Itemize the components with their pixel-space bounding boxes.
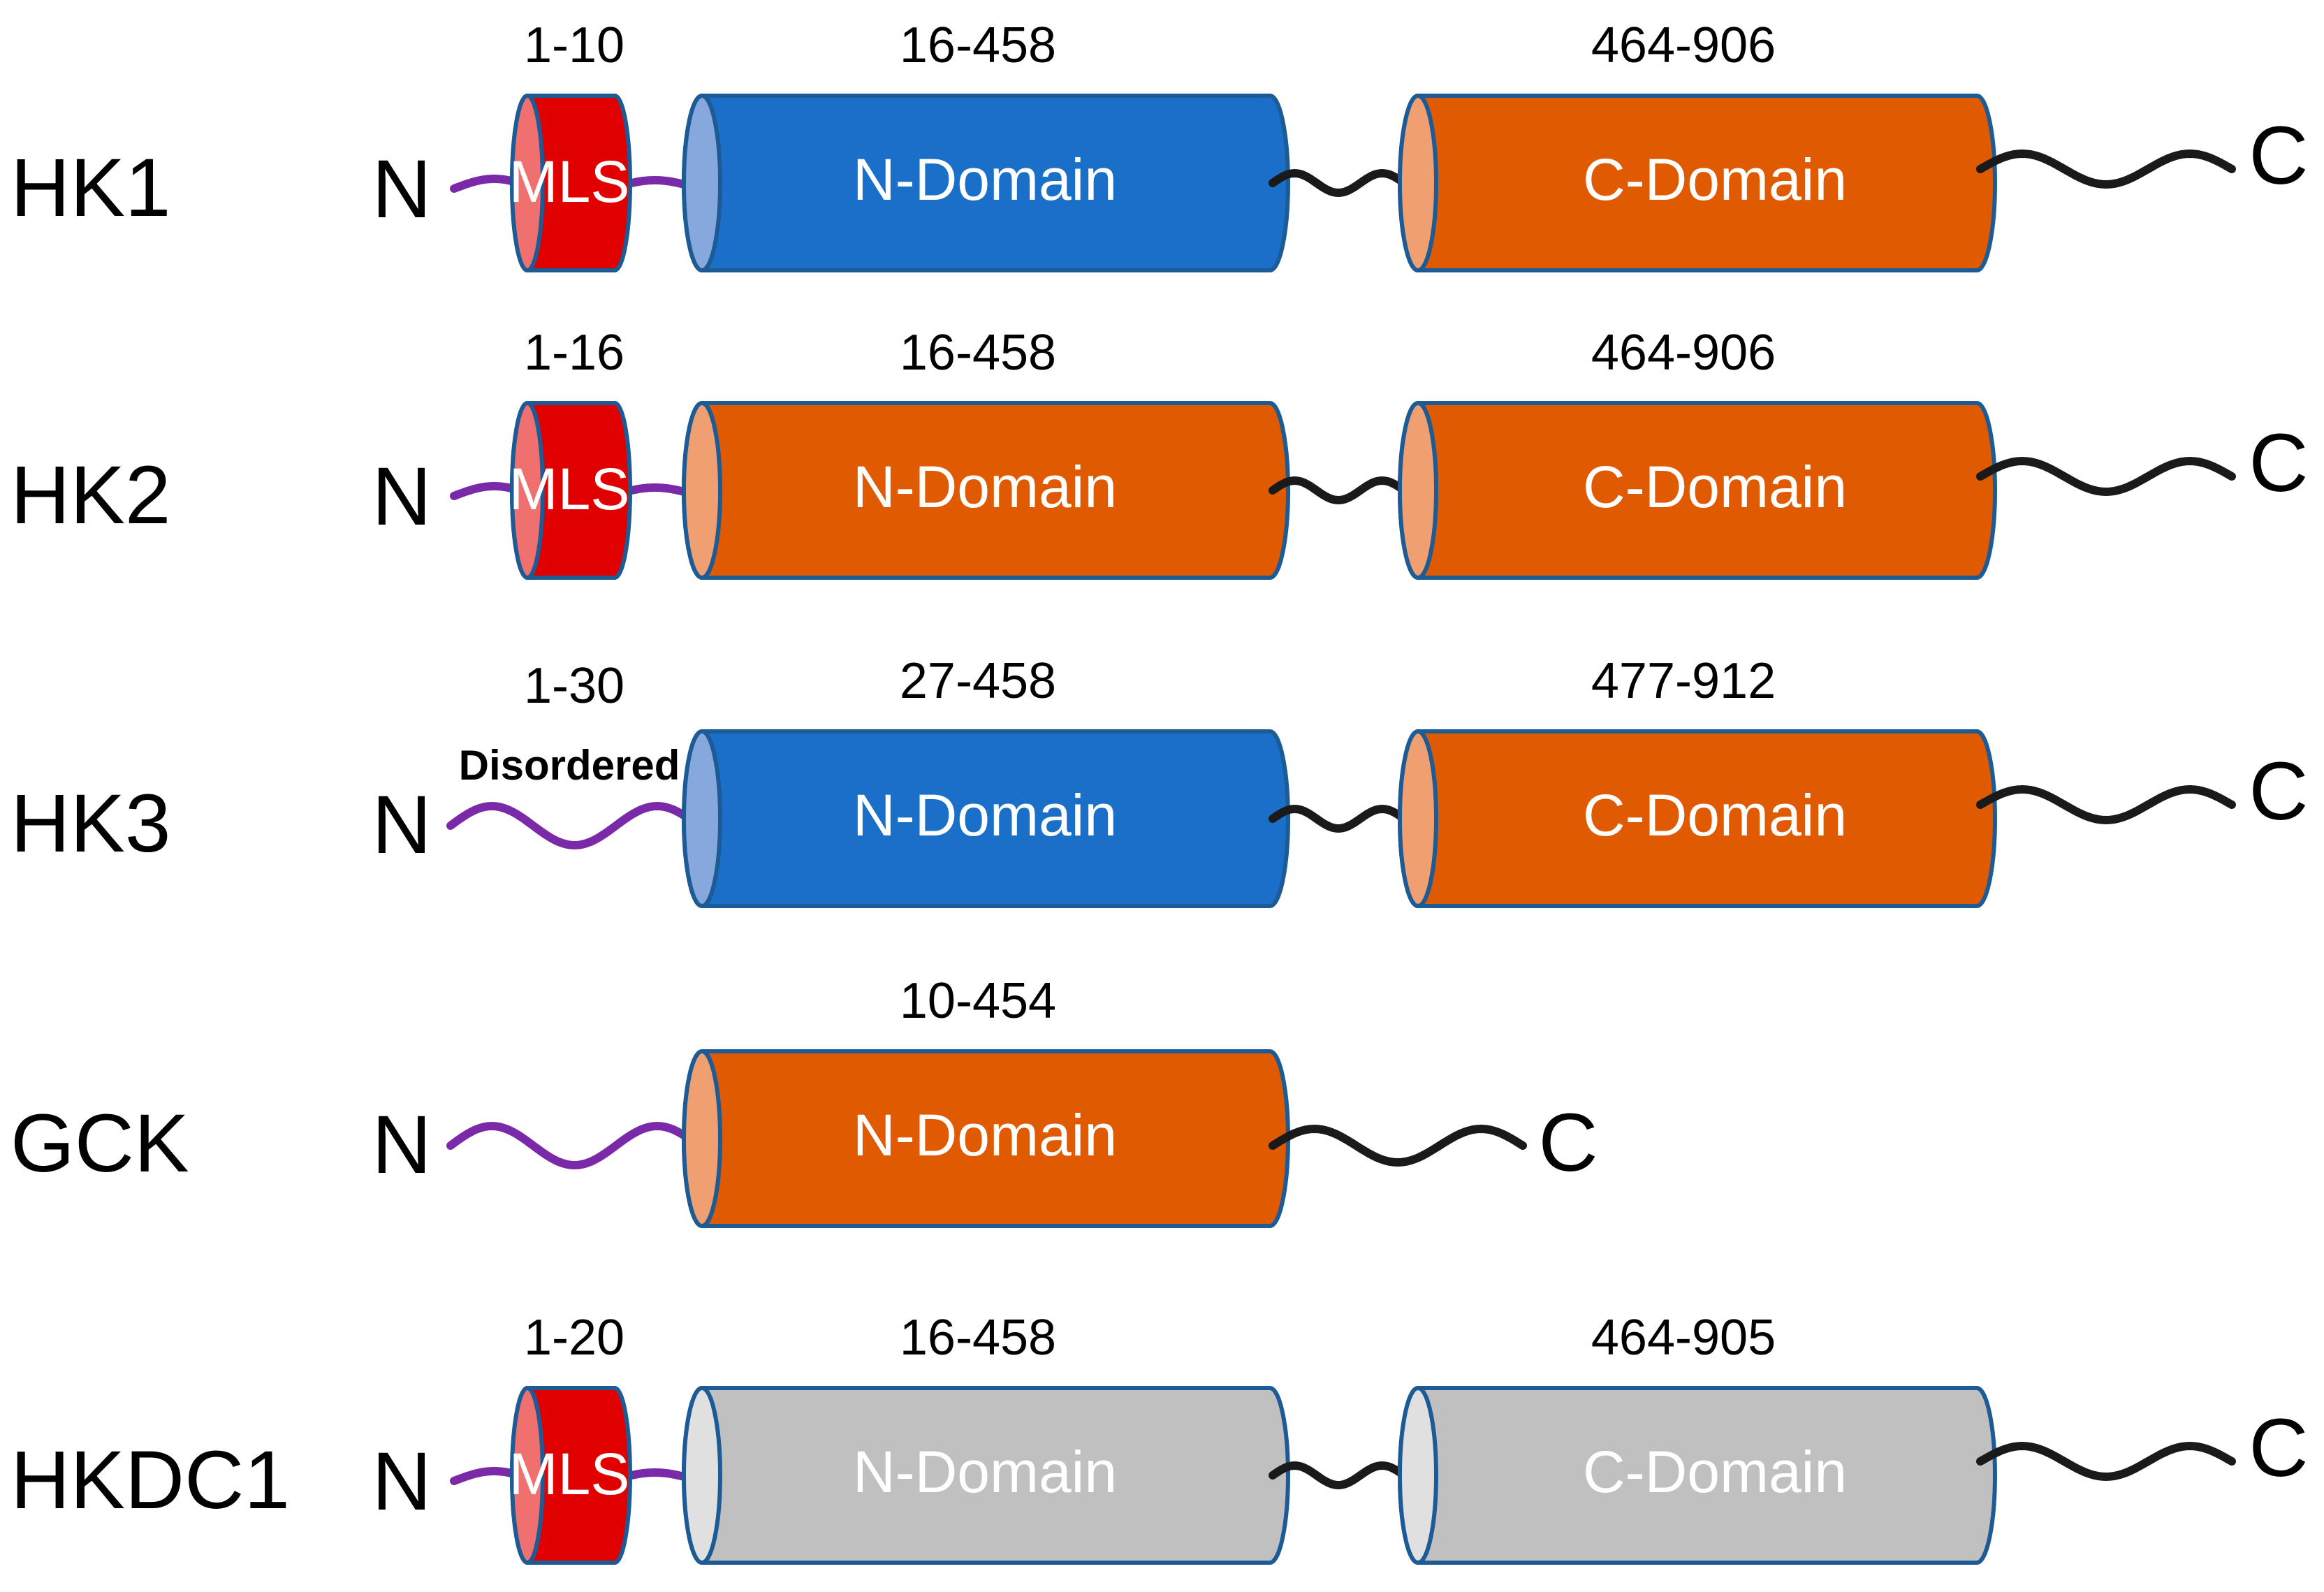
c-domain-cap (1398, 1386, 1438, 1565)
n-domain-range: 27-458 (900, 653, 1056, 709)
n-domain-cap (682, 401, 722, 580)
protein-name: HK2 (10, 449, 171, 541)
c-domain (1398, 94, 1997, 272)
c-terminal-linker (1976, 456, 2236, 497)
n-domain-range: 10-454 (900, 973, 1056, 1029)
protein-name: HK1 (10, 142, 171, 234)
mls-segment-cap (510, 94, 545, 272)
mls-label: MLS (509, 1441, 630, 1507)
c-domain (1398, 729, 1997, 908)
c-terminus-label: C (2249, 1402, 2308, 1494)
c-terminal-linker (1976, 784, 2236, 825)
n-domain-label: N-Domain (853, 454, 1117, 520)
n-domain-range: 16-458 (900, 1310, 1056, 1366)
c-domain-label: C-Domain (1583, 454, 1847, 520)
n-domain-label: N-Domain (853, 1102, 1117, 1168)
n-domain-cap (682, 1049, 722, 1228)
mls-segment-cap (510, 1386, 545, 1565)
n-domain (682, 1386, 1290, 1565)
n-terminus-label: N (372, 143, 431, 235)
mls-label: MLS (509, 456, 630, 522)
c-domain-range: 477-912 (1591, 653, 1776, 709)
c-terminus-label: C (1538, 1097, 1598, 1189)
mls-range: 1-16 (524, 325, 624, 381)
interdomain-linker (1269, 1461, 1408, 1490)
n-domain-range: 16-458 (900, 325, 1056, 381)
c-domain-label: C-Domain (1583, 782, 1847, 848)
mls-range: 1-10 (524, 17, 624, 73)
disordered-label: Disordered (459, 742, 680, 789)
protein-name: GCK (10, 1097, 189, 1190)
c-terminus-label: C (2249, 417, 2308, 509)
mls-label: MLS (509, 149, 630, 214)
n-domain-label: N-Domain (853, 782, 1117, 848)
c-domain-range: 464-906 (1591, 325, 1776, 381)
n-domain (682, 94, 1290, 272)
interdomain-linker (1269, 476, 1408, 505)
c-terminus-label: C (2249, 745, 2308, 838)
n-terminal-linker (446, 1121, 703, 1170)
n-domain (682, 729, 1290, 908)
n-terminal-linker (446, 801, 703, 850)
c-domain-range: 464-906 (1591, 17, 1776, 73)
c-terminal-linker (1976, 1441, 2236, 1482)
n-terminus-label: N (372, 1436, 431, 1528)
n-domain (682, 401, 1290, 580)
n-domain-cap (682, 94, 722, 272)
c-domain (1398, 401, 1997, 580)
interdomain-linker (1269, 804, 1408, 833)
n-terminus-label: N (372, 1099, 431, 1191)
mls-segment (510, 1386, 632, 1565)
c-domain-cap (1398, 401, 1438, 580)
c-domain-cap (1398, 94, 1438, 272)
n-domain-cap (682, 729, 722, 908)
mls-segment-cap (510, 401, 545, 580)
mls-range: 1-20 (524, 1310, 624, 1366)
mls-segment (510, 94, 632, 272)
n-terminus-label: N (372, 779, 431, 871)
c-domain (1398, 1386, 1997, 1565)
c-domain-label: C-Domain (1583, 1439, 1847, 1505)
c-domain-label: C-Domain (1583, 147, 1847, 212)
interdomain-linker (1269, 168, 1408, 198)
n-domain (682, 1049, 1290, 1228)
n-domain-label: N-Domain (853, 1439, 1117, 1505)
protein-name: HK3 (10, 777, 171, 870)
c-terminus-label: C (2249, 110, 2308, 202)
c-terminal-linker (1269, 1124, 1527, 1167)
c-terminal-linker (1976, 149, 2236, 189)
n-terminus-label: N (372, 451, 431, 543)
n-domain-cap (682, 1386, 722, 1565)
c-domain-range: 464-905 (1591, 1310, 1776, 1366)
c-domain-cap (1398, 729, 1438, 908)
disordered-range: 1-30 (524, 658, 624, 714)
mls-segment (510, 401, 632, 580)
n-domain-label: N-Domain (853, 147, 1117, 212)
n-domain-range: 16-458 (900, 17, 1056, 73)
protein-name: HKDC1 (10, 1434, 290, 1526)
